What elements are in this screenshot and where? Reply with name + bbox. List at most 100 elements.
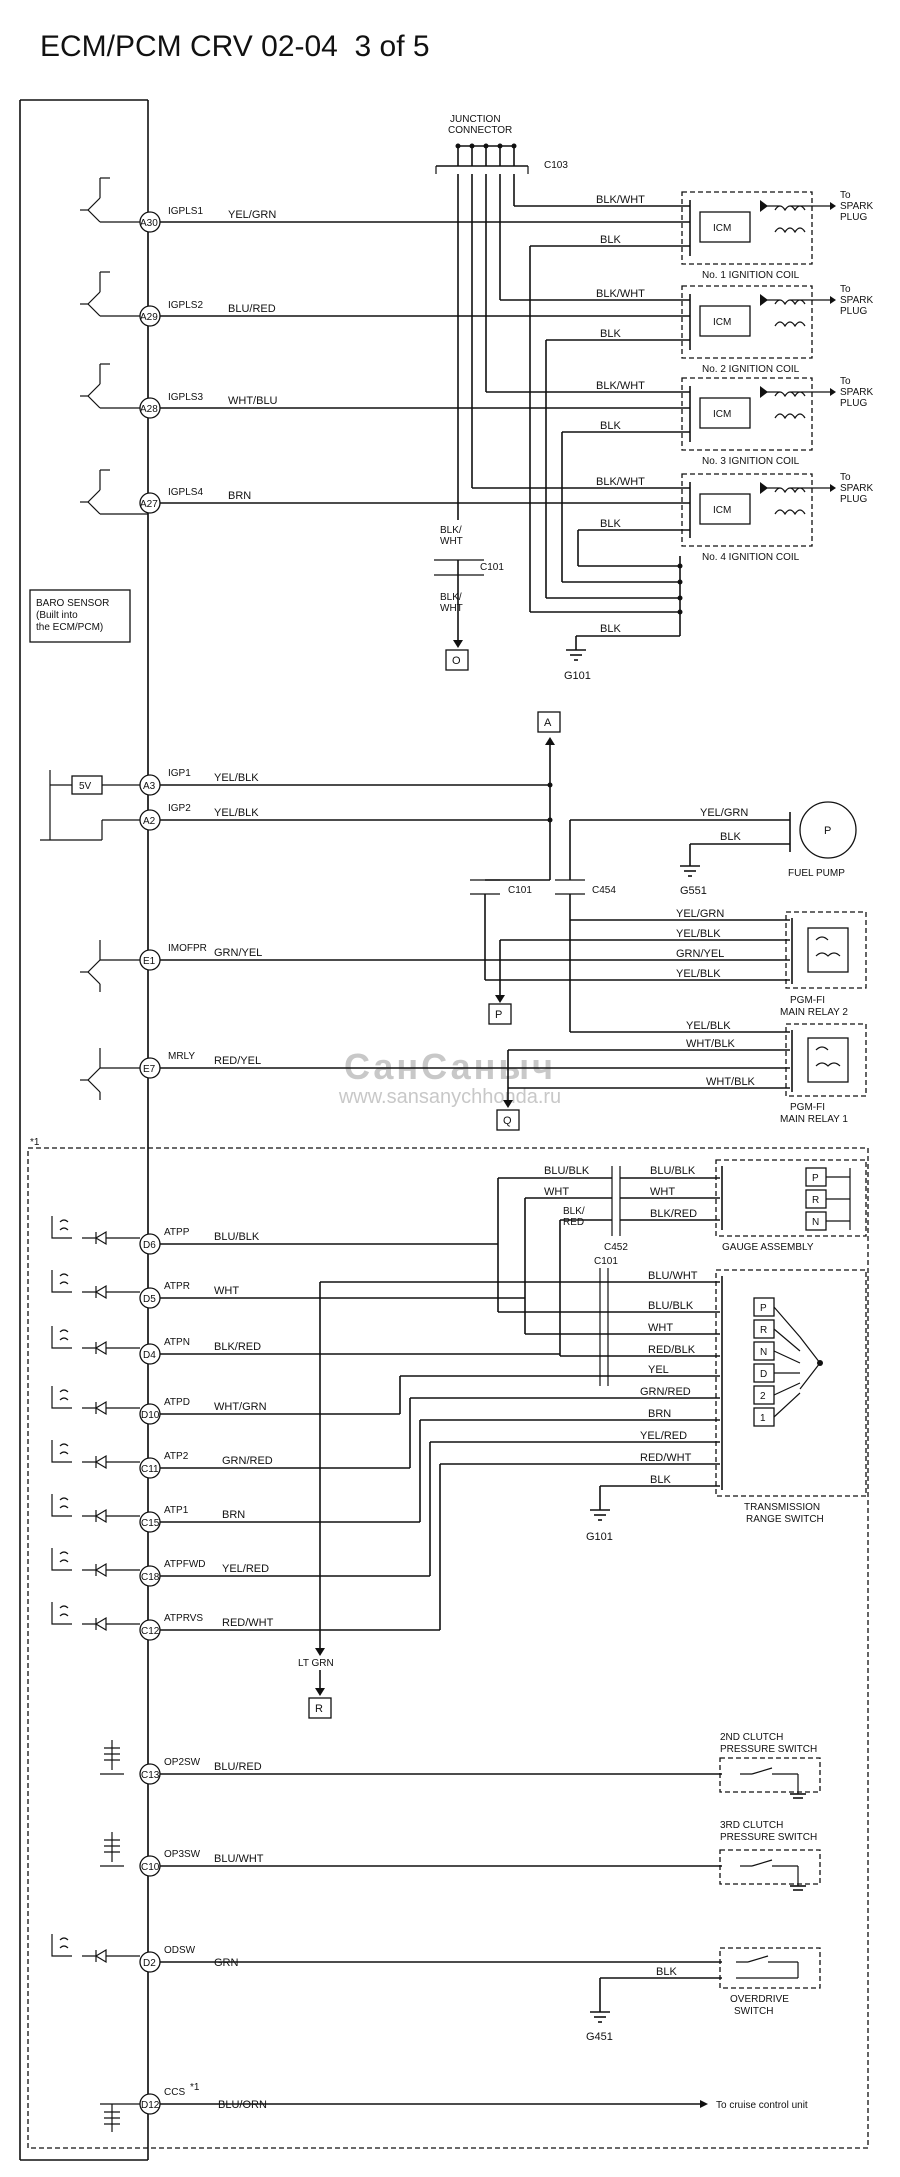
blk-label: BLK	[600, 518, 621, 530]
feed-label: BLK/WHT	[596, 194, 645, 206]
pin-a3: A3	[143, 781, 156, 792]
od-label: OVERDRIVE	[730, 1994, 789, 2005]
od-wire: GRN	[214, 1957, 239, 1969]
trs-label: RANGE SWITCH	[746, 1514, 824, 1525]
relay1-label: PGM-FI	[790, 1102, 825, 1113]
blk-label: BLK	[600, 234, 621, 246]
to-label: To	[840, 472, 851, 483]
baro-sensor: BARO SENSOR (Built into the ECM/PCM)	[29, 589, 131, 643]
to-label: To	[840, 190, 851, 201]
watermark-brand: СанСаныч	[343, 1046, 557, 1087]
pin-label: C10	[141, 1862, 160, 1873]
signal-label: IGPLS2	[168, 300, 203, 311]
fuel-pump-ground-wire: BLK	[720, 831, 741, 843]
to-label: SPARK	[840, 483, 873, 494]
trs-pos: P	[760, 1303, 767, 1314]
op2-signal: OP2SW	[164, 1757, 201, 1768]
pin-label: C18	[141, 1572, 160, 1583]
ground-wire-label: BLK	[600, 623, 621, 635]
pin-a2: A2	[143, 816, 156, 827]
pin-label: A28	[140, 404, 158, 415]
ref-a: A	[544, 717, 552, 729]
c101-wire-label: WHT	[440, 536, 463, 547]
gauge-pos: P	[812, 1173, 819, 1184]
coil-label: No. 2 IGNITION COIL	[702, 364, 800, 375]
power-supply: 5V A3 IGP1 YEL/BLK A2 IGP2 YEL/BLK A C10…	[40, 711, 616, 980]
coil-2: ICM No. 2 IGNITION COIL To SPARK PLUG	[681, 284, 873, 375]
relay2-wire: YEL/BLK	[676, 928, 721, 940]
blk-label: BLK	[600, 420, 621, 432]
c101-power-label: C101	[508, 885, 532, 896]
gauge-assembly: BLU/BLK WHT BLK/ RED BLU/BLK WHT BLK/RED…	[497, 1159, 867, 1356]
page-title: ECM/PCM CRV 02-04 3 of 5	[40, 30, 430, 63]
trs-label: TRANSMISSION	[744, 1502, 820, 1513]
at-wire: YEL/RED	[222, 1563, 269, 1575]
at-wire: WHT	[214, 1285, 239, 1297]
pin-label: D4	[143, 1350, 156, 1361]
coil-label: No. 3 IGNITION COIL	[702, 456, 800, 467]
fuel-pump-feed: YEL/GRN	[700, 807, 748, 819]
trs-pos: R	[760, 1325, 767, 1336]
trs-pos: 1	[760, 1413, 766, 1424]
at-signal: ATPN	[164, 1337, 190, 1348]
relay1-wire: WHT/BLK	[686, 1038, 736, 1050]
lt-grn-label: LT GRN	[298, 1658, 334, 1669]
to-label: SPARK	[840, 201, 873, 212]
to-label: SPARK	[840, 295, 873, 306]
baro-label: BARO SENSOR	[36, 598, 109, 609]
pin-label: D12	[141, 2100, 160, 2111]
c101-wire-label: BLK/	[440, 525, 462, 536]
trs-wire: BLU/WHT	[648, 1270, 698, 1282]
trs-wire: GRN/RED	[640, 1386, 691, 1398]
ref-p: P	[495, 1009, 502, 1021]
pin-label: C11	[141, 1464, 159, 1475]
od-label: SWITCH	[734, 2006, 773, 2017]
ecm-pcm-box	[19, 99, 149, 2161]
main-relay-2: E1 IMOFPR GRN/YEL P YEL/GRN YEL/BLK GRN/…	[80, 908, 867, 1025]
at-signal: ATPRVS	[164, 1613, 203, 1624]
wire-label: BRN	[228, 490, 251, 502]
ignition-row-1: A30 IGPLS1 YEL/GRN	[80, 177, 690, 233]
pin-label: D10	[141, 1410, 160, 1421]
to-label: PLUG	[840, 398, 867, 409]
gauge-blk-label: RED	[563, 1217, 584, 1228]
coil-label: No. 1 IGNITION COIL	[702, 270, 800, 281]
igp2-label: IGP2	[168, 803, 191, 814]
relay2-wire: GRN/YEL	[676, 948, 724, 960]
gauge-wire-right: BLK/RED	[650, 1208, 697, 1220]
coil-grounds: BLK G101 BLK BLK BLK BLK	[529, 234, 690, 682]
trs-wire: RED/WHT	[640, 1452, 692, 1464]
relay1-wire: YEL/BLK	[686, 1020, 731, 1032]
to-label: PLUG	[840, 494, 867, 505]
trs-wire: RED/BLK	[648, 1344, 696, 1356]
relay2-wire: YEL/BLK	[676, 968, 721, 980]
pin-e7: E7	[143, 1064, 156, 1075]
pin-label: D2	[143, 1958, 156, 1969]
ccs-row: D12 CCS *1 BLU/ORN To cruise control uni…	[100, 2082, 808, 2132]
gauge-wire-right: BLU/BLK	[650, 1165, 696, 1177]
op3-wire: BLU/WHT	[214, 1853, 264, 1865]
trs-pos: 2	[760, 1391, 766, 1402]
trs-wiring: G101 C101 BLU/WHT BLU/BLK WHT RED/BLK YE…	[319, 1256, 867, 1648]
coil-4: ICM No. 4 IGNITION COIL To SPARK PLUG	[681, 472, 873, 563]
gauge-pos: N	[812, 1217, 819, 1228]
junction-connector: JUNCTION CONNECTOR C103	[435, 114, 568, 174]
ref-q: Q	[503, 1115, 512, 1127]
to-label: To	[840, 284, 851, 295]
relay2-wire: YEL/GRN	[676, 908, 724, 920]
signal-label: IGPLS3	[168, 392, 203, 403]
ref-o: O	[452, 655, 461, 667]
g551-label: G551	[680, 885, 707, 897]
c452-label: C452	[604, 1242, 628, 1253]
igp1-wire: YEL/BLK	[214, 772, 259, 784]
pin-e1: E1	[143, 956, 156, 967]
igp1-label: IGP1	[168, 768, 191, 779]
feed-label: BLK/WHT	[596, 288, 645, 300]
at-region	[27, 1147, 869, 2149]
blk-wht-feeds: BLK/WHT BLK/WHT BLK/WHT BLK/WHT	[457, 174, 690, 640]
ccs-note: *1	[190, 2082, 200, 2093]
op2-label: 2ND CLUTCH	[720, 1732, 783, 1743]
op3-label: PRESSURE SWITCH	[720, 1832, 817, 1843]
ignition-row-3: A28 IGPLS3 WHT/BLU	[80, 363, 690, 419]
trs-wire: BLK	[650, 1474, 671, 1486]
